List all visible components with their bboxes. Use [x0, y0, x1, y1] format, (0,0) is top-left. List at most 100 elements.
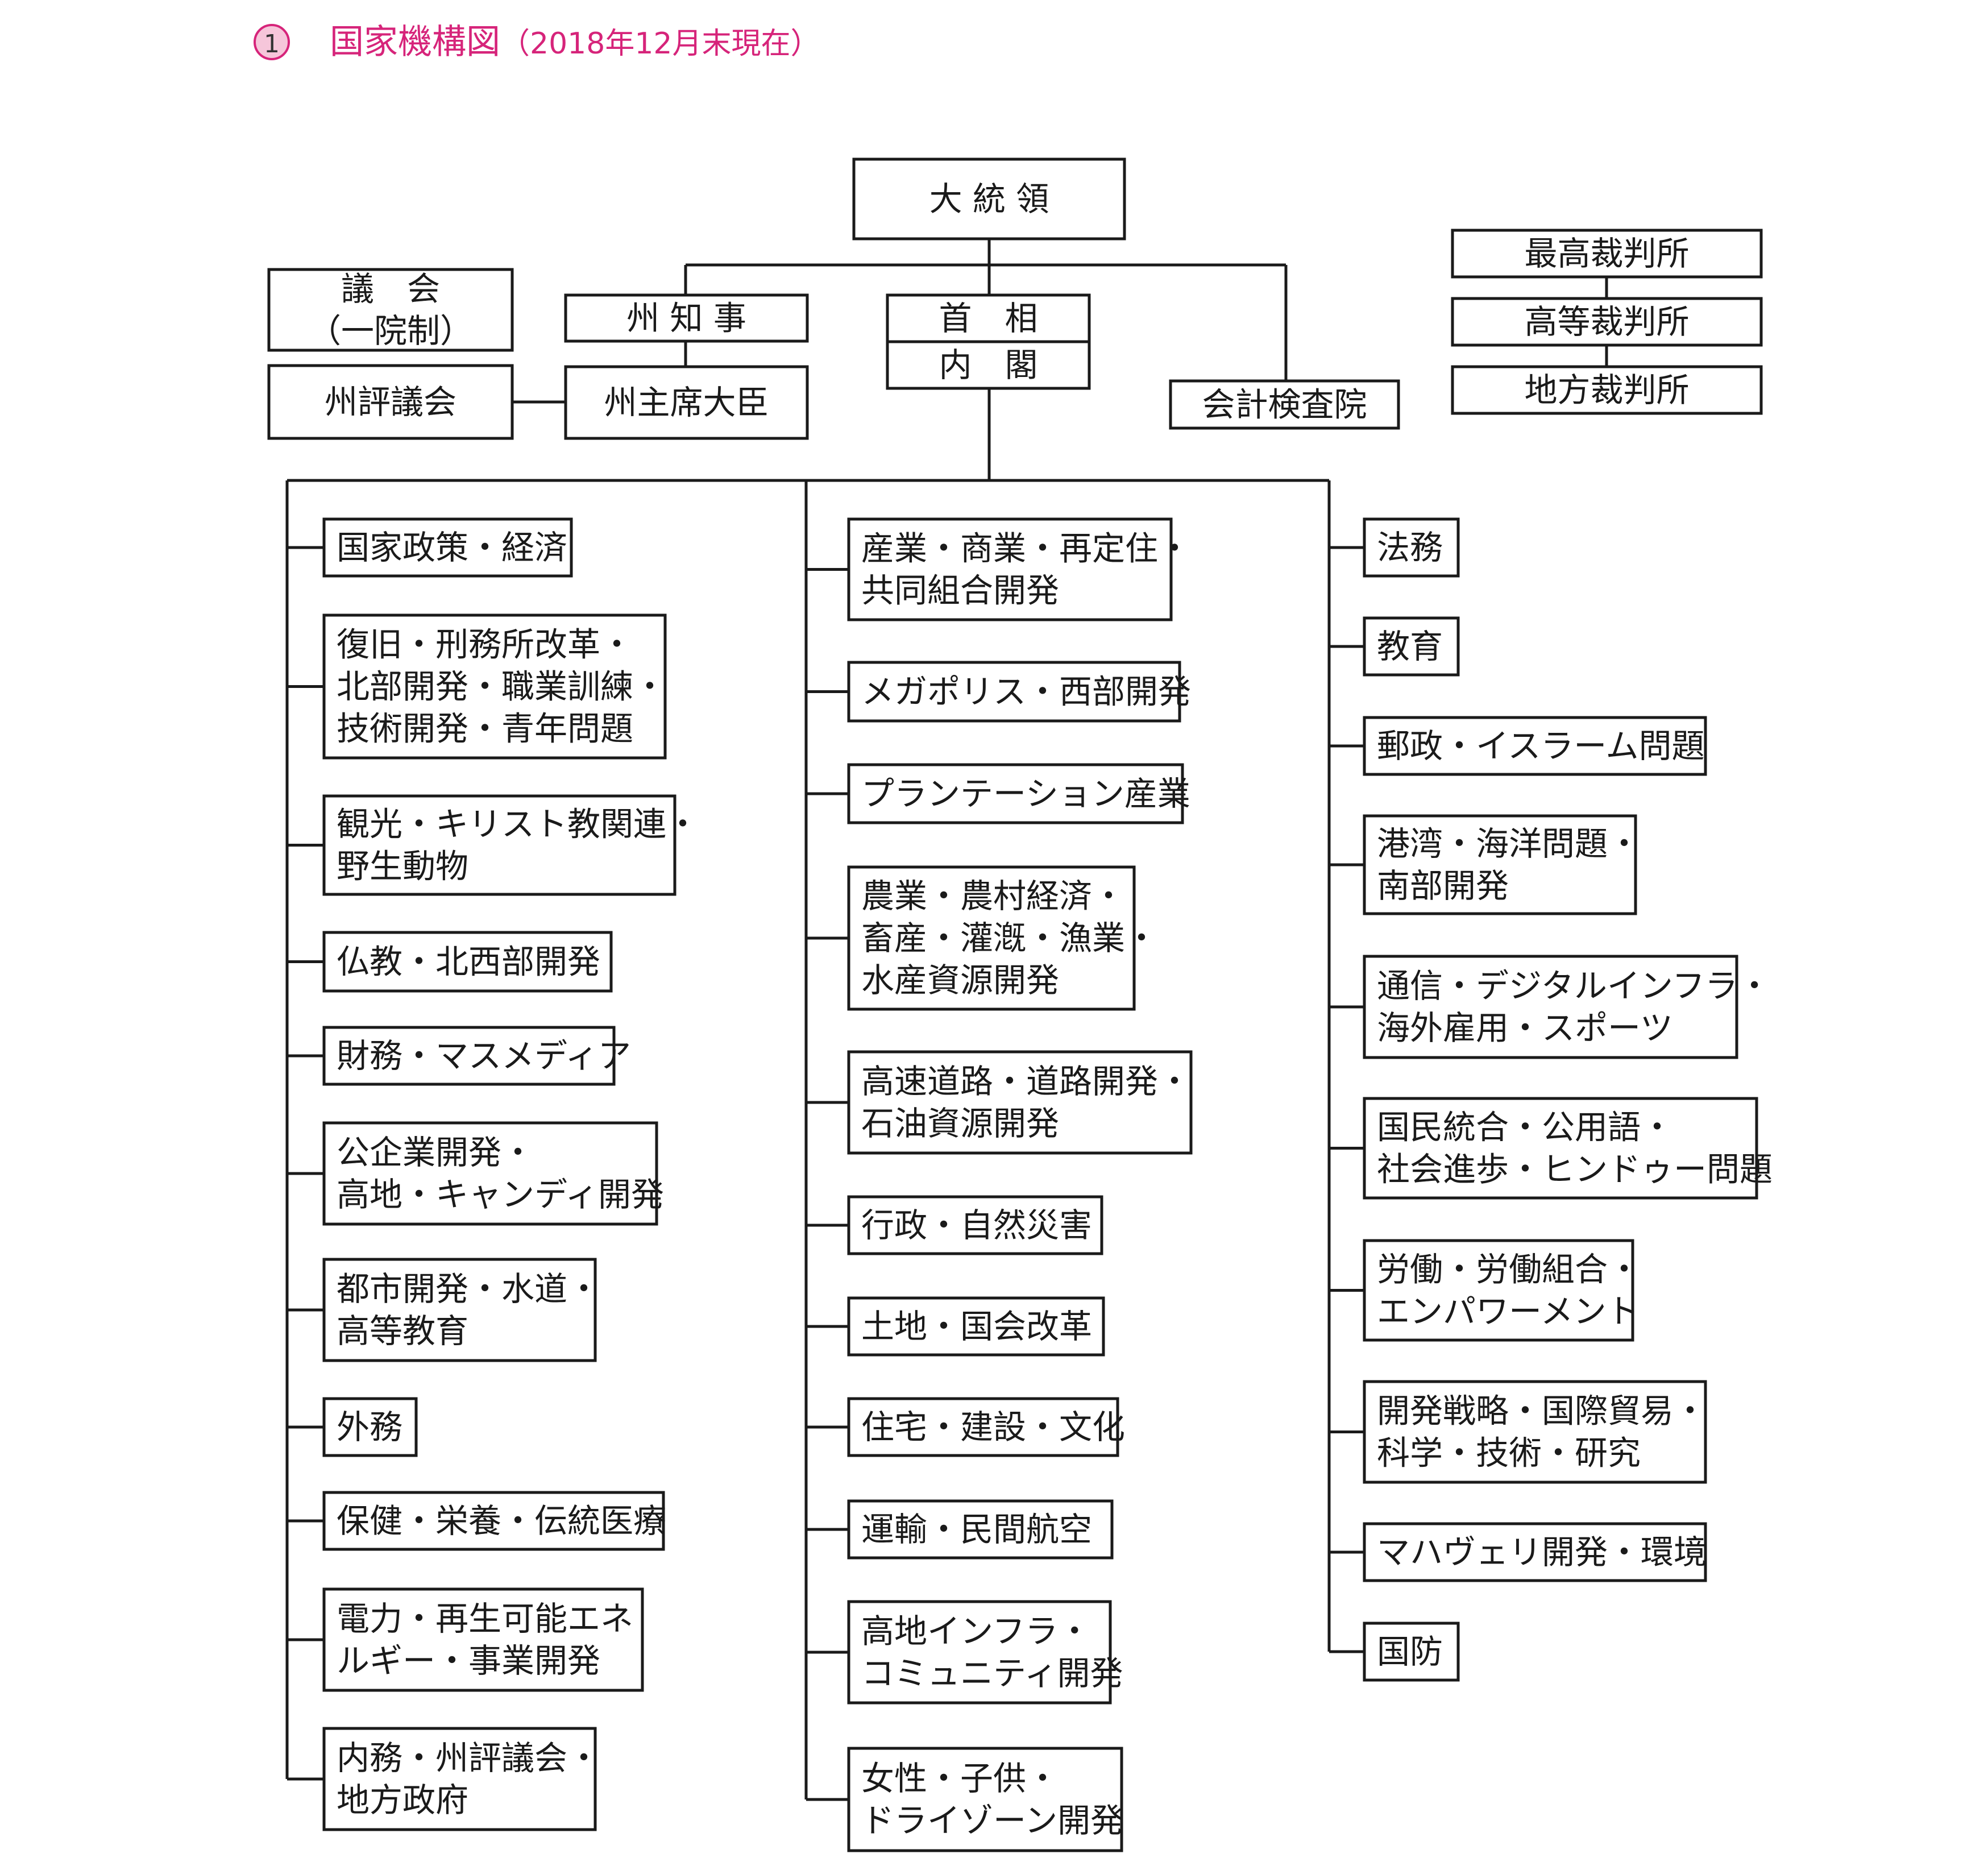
ministry-box-middle-label: 石油資源開発 [861, 1104, 1059, 1143]
ministry-box-left-label: 復旧・刑務所改革・ [337, 625, 633, 664]
prime-minister-box-frame [886, 293, 1091, 343]
ministry-box-left: 観光・キリスト教関連・野生動物 [322, 794, 699, 896]
ministry-box-middle-label: ドライゾーン開発 [861, 1801, 1123, 1840]
ministry-box-middle-label: 高速道路・道路開発・ [861, 1062, 1191, 1101]
ministry-box-middle: 産業・商業・再定住・共同組合開発 [847, 517, 1191, 621]
ministry-box-left: 保健・栄養・伝統医療 [322, 1491, 666, 1551]
ministry-box-middle-frame [847, 661, 1181, 723]
supreme-court-box-label: 最高裁判所 [1524, 234, 1689, 273]
ministry-box-right-label: 労働・労働組合・ [1377, 1250, 1641, 1289]
prime-minister-box: 首 相 [886, 293, 1091, 343]
ministry-box-left-label: 財務・マスメディア [337, 1036, 631, 1075]
ministry-box-left-frame [322, 794, 676, 896]
ministry-box-middle-frame [847, 1050, 1193, 1155]
ministry-box-right-label: エンパワーメント [1377, 1292, 1640, 1331]
parliament-box: 議 会（一院制） [267, 268, 514, 352]
parliament-box-frame [267, 268, 514, 352]
ministry-box-left-frame [322, 517, 573, 578]
district-court-box-frame [1451, 365, 1763, 415]
ministry-box-right: 港湾・海洋問題・南部開発 [1363, 814, 1641, 915]
ministry-box-left-label: 地方政府 [337, 1781, 468, 1819]
ministry-box-left: 都市開発・水道・高等教育 [322, 1258, 600, 1362]
chief-minister-box: 州主席大臣 [564, 365, 809, 440]
title-number-circle [254, 24, 290, 60]
title-text: 国家機構図 [330, 22, 500, 62]
ministry-box-right-frame [1363, 616, 1460, 677]
ministry-box-middle-label: プランテーション産業 [861, 774, 1190, 813]
title-svg: 1 国家機構図 （2018年12月末現在） [254, 22, 820, 62]
ministry-box-left-frame [322, 613, 667, 760]
title-number: 1 [264, 30, 280, 59]
ministry-box-middle-label: 行政・自然災害 [861, 1206, 1092, 1245]
high-court-box-label: 高等裁判所 [1524, 302, 1689, 341]
ministry-box-right: 開発戦略・国際貿易・科学・技術・研究 [1363, 1380, 1707, 1484]
ministry-box-left-frame [322, 1587, 644, 1692]
ministry-box-middle-frame [847, 1296, 1105, 1357]
title-note: （2018年12月末現在） [500, 27, 820, 61]
high-court-box: 高等裁判所 [1451, 297, 1763, 347]
high-court-box-frame [1451, 297, 1763, 347]
provincial-council-box-frame [267, 364, 514, 440]
ministry-box-right: 労働・労働組合・エンパワーメント [1363, 1239, 1641, 1342]
ministry-box-left: 国家政策・経済 [322, 517, 573, 578]
ministry-box-right: 郵政・イスラーム問題 [1363, 716, 1707, 776]
ministry-box-left-frame [322, 1727, 597, 1831]
ministry-box-left-label: 北部開発・職業訓練・ [337, 667, 666, 706]
ministry-box-right-label: マハヴェリ開発・環境 [1377, 1533, 1707, 1571]
ministry-box-middle-label: 水産資源開発 [861, 961, 1059, 1000]
ministry-box-left: 仏教・北西部開発 [322, 931, 613, 993]
governor-box-frame [564, 293, 809, 343]
ministry-box-right: 通信・デジタルインフラ・海外雇用・スポーツ [1363, 955, 1771, 1059]
governor-box: 州 知 事 [564, 293, 809, 343]
ministry-box-middle-label: 農業・農村経済・ [861, 877, 1125, 915]
ministry-box-middle-label: 産業・商業・再定住・ [861, 529, 1191, 568]
ministry-box-middle-frame [847, 1499, 1114, 1560]
ministry-box-middle-label: 住宅・建設・文化 [861, 1408, 1125, 1446]
ministry-box-left-label: 野生動物 [337, 847, 468, 886]
supreme-court-box-frame [1451, 229, 1763, 279]
ministry-box-left: 財務・マスメディア [322, 1026, 631, 1086]
provincial-council-box: 州評議会 [267, 364, 514, 440]
president-box-label: 大 統 領 [929, 180, 1049, 218]
ministry-box-middle: 土地・国会改革 [847, 1296, 1105, 1357]
ministry-box-left: 公企業開発・高地・キャンディ開発 [322, 1121, 664, 1226]
ministry-box-right-label: 郵政・イスラーム問題 [1377, 727, 1705, 765]
ministry-box-middle: 高地インフラ・コミュニティ開発 [847, 1600, 1123, 1705]
president-box-frame [852, 157, 1126, 240]
district-court-box-label: 地方裁判所 [1524, 371, 1689, 409]
ministry-box-right-frame [1363, 814, 1637, 915]
ministry-box-right-label: 国防 [1377, 1632, 1443, 1671]
ministry-box-middle-frame [847, 865, 1136, 1011]
ministry-box-left-label: 技術開発・青年問題 [337, 710, 633, 748]
ministry-box-middle-label: コミュニティ開発 [861, 1654, 1123, 1693]
ministry-box-middle: 運輸・民間航空 [847, 1499, 1114, 1560]
ministry-box-right-label: 社会進歩・ヒンドゥー問題 [1377, 1150, 1773, 1189]
ministry-box-middle-frame [847, 1397, 1119, 1457]
ministry-box-right-frame [1363, 1522, 1707, 1582]
ministry-box-middle-label: 土地・国会改革 [861, 1307, 1092, 1346]
ministry-box-right-label: 通信・デジタルインフラ・ [1377, 967, 1771, 1005]
ministry-box-left-label: 国家政策・経済 [337, 528, 567, 567]
ministry-box-right-frame [1363, 1097, 1758, 1200]
ministry-box-left-frame [322, 1258, 597, 1362]
ministry-box-middle: メガポリス・西部開発 [847, 661, 1191, 723]
audit-box: 会計検査院 [1169, 379, 1400, 430]
ministry-box-left: 復旧・刑務所改革・北部開発・職業訓練・技術開発・青年問題 [322, 613, 667, 760]
ministry-box-left-frame [322, 1491, 665, 1551]
ministry-box-middle: 高速道路・道路開発・石油資源開発 [847, 1050, 1193, 1155]
ministry-box-left: 内務・州評議会・地方政府 [322, 1727, 600, 1831]
ministry-box-left-label: ルギー・事業開発 [337, 1641, 600, 1680]
ministry-box-right: 国防 [1363, 1622, 1460, 1682]
parliament-box-label: 議 会 [341, 269, 440, 308]
ministry-box-right-frame [1363, 955, 1738, 1059]
audit-box-frame [1169, 379, 1400, 430]
ministry-box-middle-label: 共同組合開発 [861, 571, 1059, 610]
cabinet-box: 内 閣 [886, 340, 1091, 390]
ministry-box-left-frame [322, 1121, 658, 1226]
ministry-box-right-label: 南部開発 [1377, 866, 1509, 905]
ministry-box-right: 国民統合・公用語・社会進歩・ヒンドゥー問題 [1363, 1097, 1773, 1200]
ministry-box-left-label: 公企業開発・ [337, 1133, 534, 1172]
provincial-council-box-label: 州評議会 [325, 383, 456, 421]
supreme-court-box: 最高裁判所 [1451, 229, 1763, 279]
